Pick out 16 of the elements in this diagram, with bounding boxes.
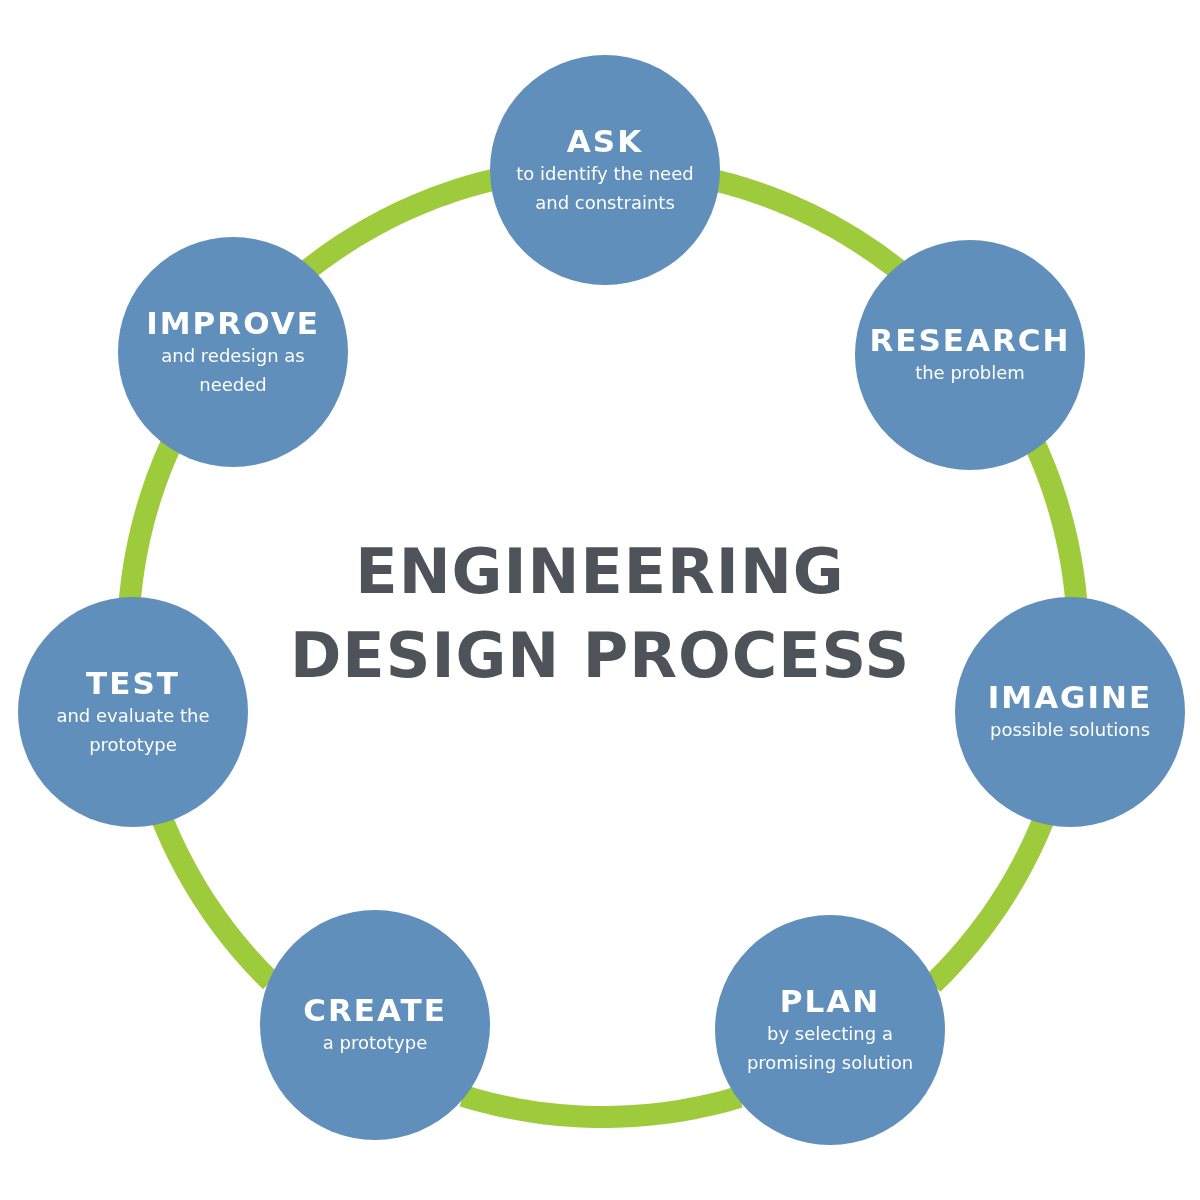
step-description: a prototype: [322, 1031, 428, 1056]
step-title: IMAGINE: [987, 679, 1153, 717]
step-description: the problem: [915, 361, 1025, 386]
step-title: PLAN: [779, 982, 881, 1020]
step-description: and evaluate the prototype: [55, 703, 211, 757]
step-title: IMPROVE: [146, 304, 320, 342]
step-description: by selecting a promising solution: [745, 1021, 915, 1075]
step-title: CREATE: [303, 992, 447, 1030]
diagram-title: ENGINEERING DESIGN PROCESS: [288, 534, 912, 694]
step-description: to identify the need and constraints: [515, 161, 695, 215]
step-description: and redesign as needed: [160, 343, 306, 397]
step-title: RESEARCH: [869, 322, 1071, 360]
step-title: ASK: [566, 122, 644, 160]
step-description: possible solutions: [989, 718, 1151, 743]
ring-connector: [458, 1085, 744, 1128]
step-title: TEST: [86, 664, 180, 702]
